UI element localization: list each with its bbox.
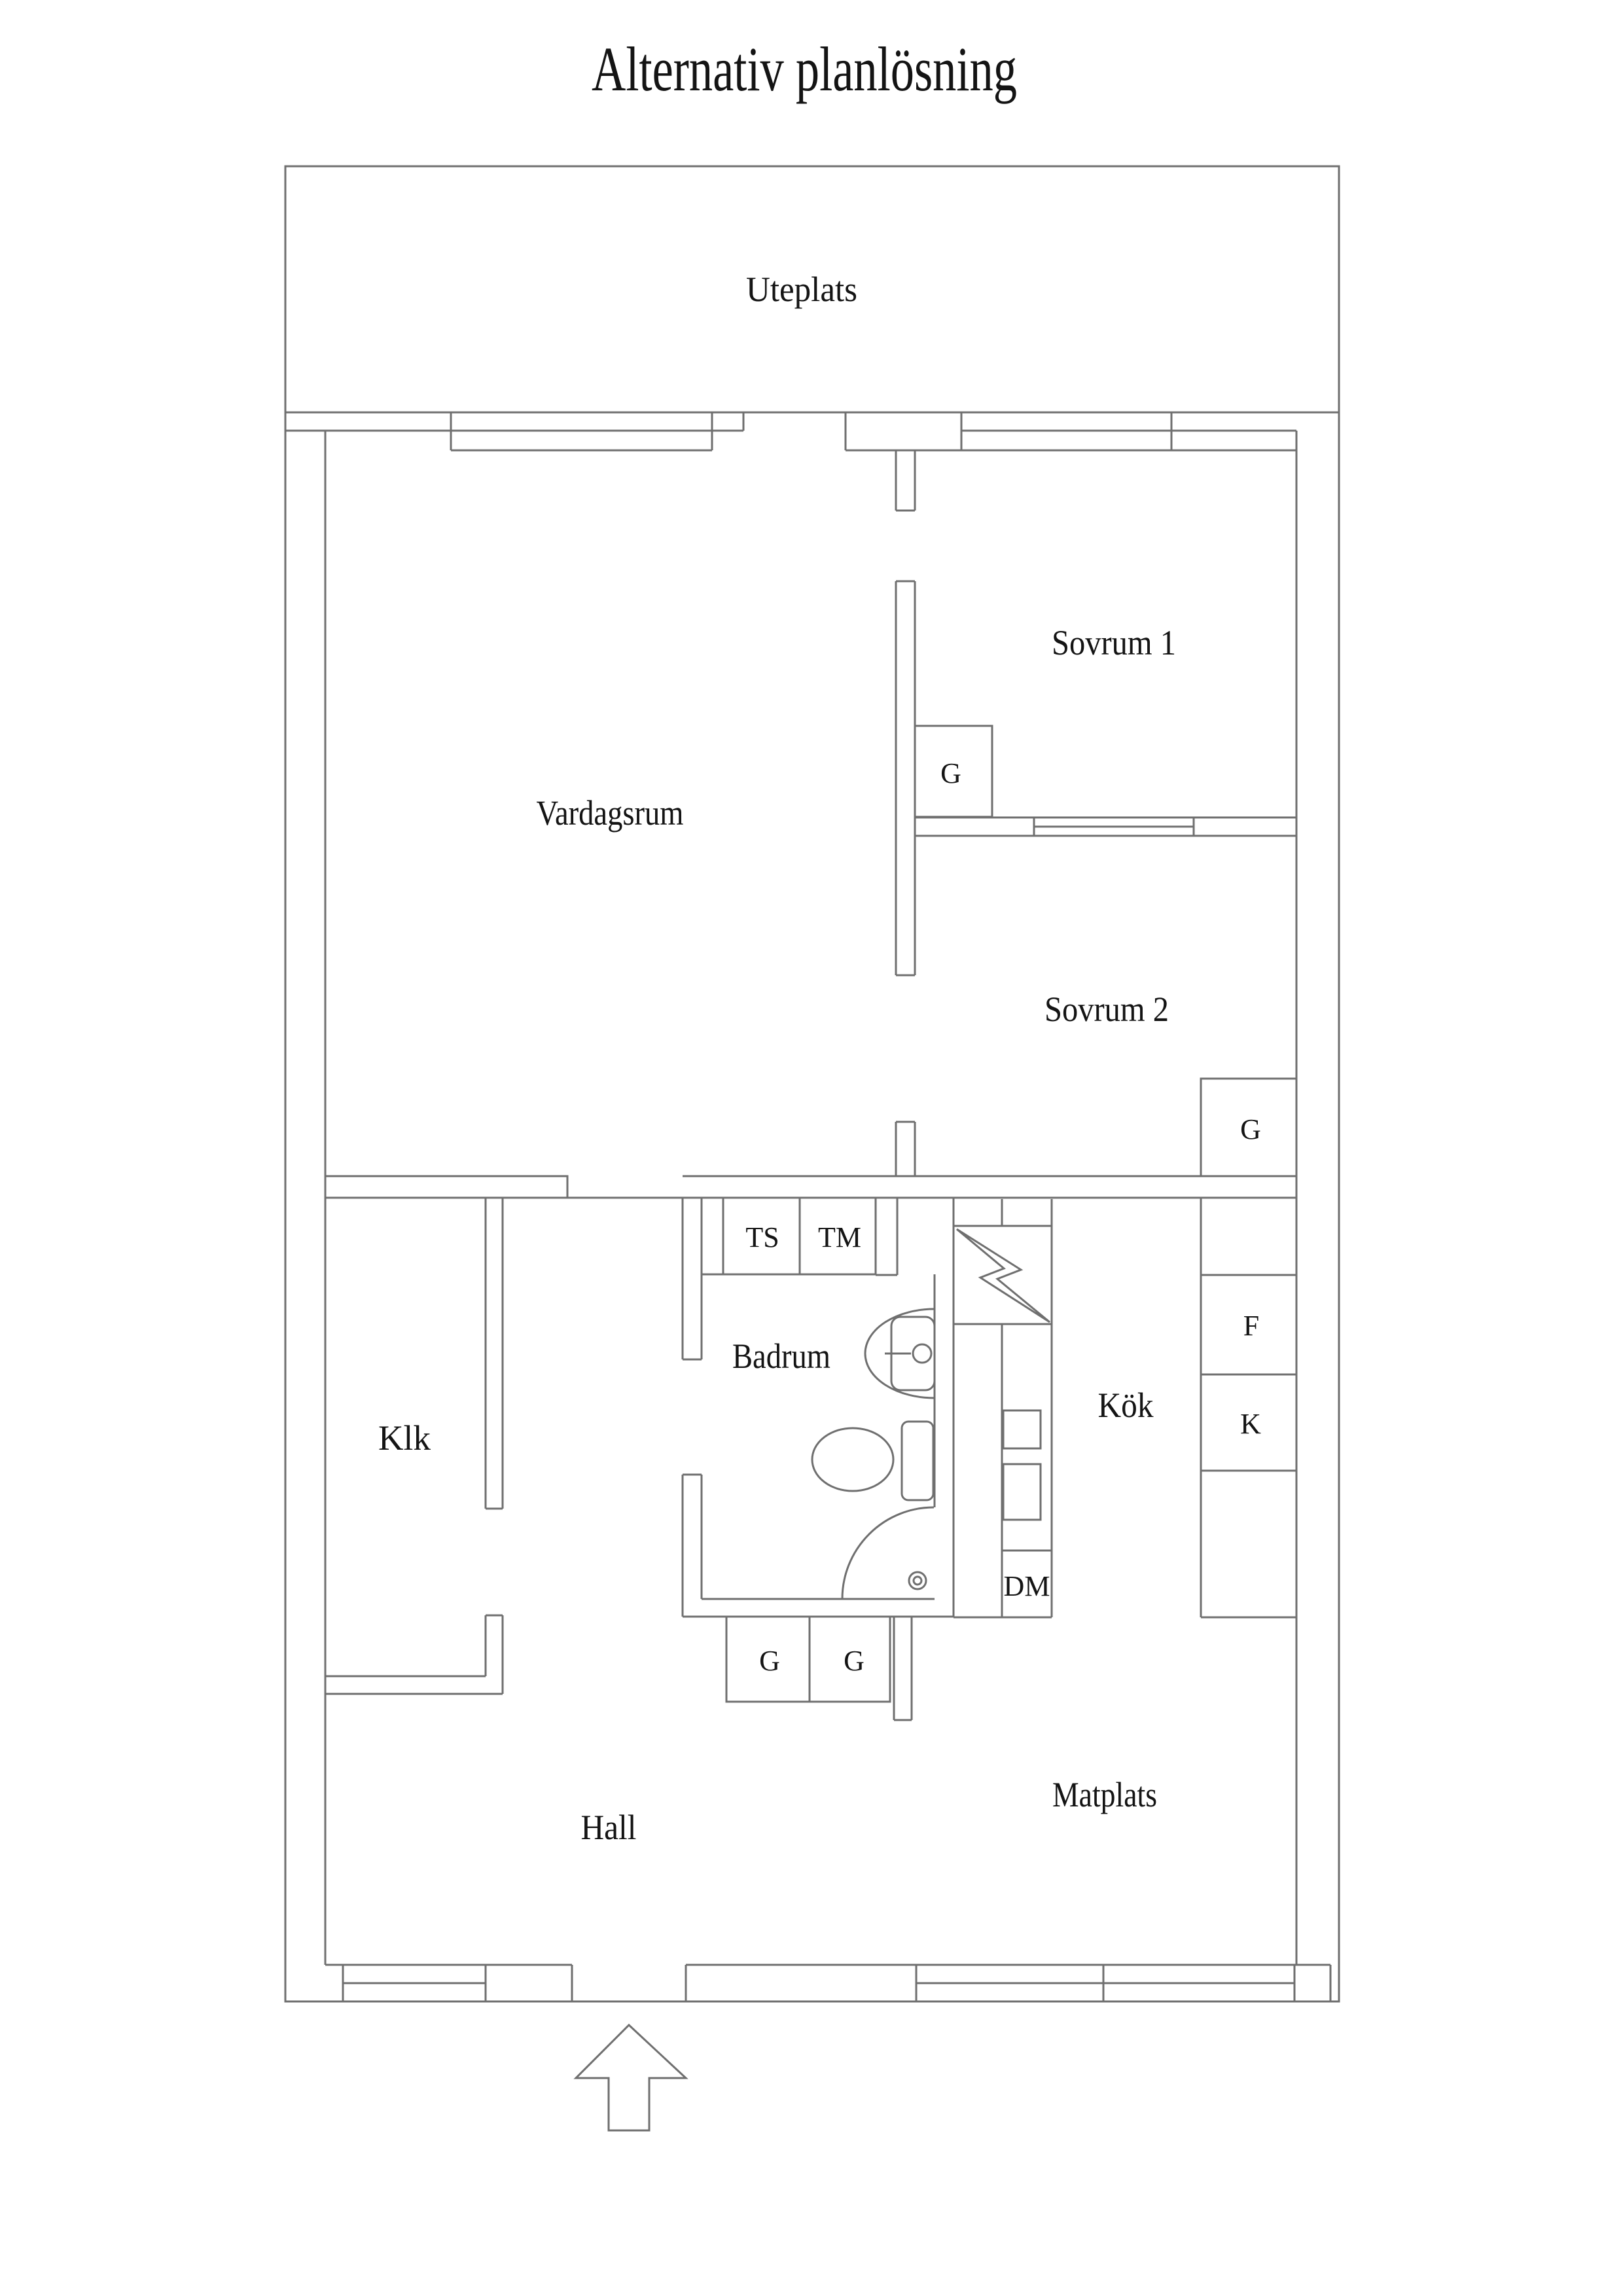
wall-sovrum1-sovrum2-sliding-door bbox=[914, 816, 1296, 837]
toilet-tank bbox=[901, 1420, 935, 1501]
label-sovrum1: Sovrum 1 bbox=[1052, 623, 1176, 662]
interior-walls bbox=[325, 450, 1296, 1721]
bathroom-fixtures bbox=[811, 1308, 936, 1600]
fixture-labels: G G TS TM F K DM G G bbox=[745, 757, 1261, 1677]
label-klk: Klk bbox=[378, 1418, 431, 1458]
label-matplats: Matplats bbox=[1052, 1775, 1157, 1814]
label-kyl: K bbox=[1240, 1408, 1261, 1440]
wall-central bbox=[683, 1175, 1296, 1199]
window-vardagsrum bbox=[450, 412, 745, 452]
outer-boundary bbox=[284, 165, 1340, 2003]
label-kok: Kök bbox=[1098, 1386, 1154, 1425]
label-garderob-sovrum1: G bbox=[940, 757, 961, 789]
kitchen-sink-bowl-2 bbox=[1002, 1463, 1042, 1521]
wall-klk bbox=[325, 1198, 504, 1695]
label-diskmaskin: DM bbox=[1004, 1570, 1050, 1602]
label-torkskap: TS bbox=[745, 1221, 779, 1253]
ts-tm-cabinets bbox=[702, 1198, 899, 1276]
washbasin-outline bbox=[864, 1308, 935, 1399]
label-badrum: Badrum bbox=[732, 1336, 830, 1376]
label-garderob-sovrum2: G bbox=[1240, 1113, 1261, 1145]
wall-badrum-west bbox=[681, 1198, 703, 1617]
entrance-arrow-icon bbox=[573, 2023, 688, 2132]
closets bbox=[702, 725, 1296, 1703]
stove-icon bbox=[956, 1228, 1050, 1323]
north-windows bbox=[450, 412, 1173, 452]
garderob-sovrum1-box bbox=[915, 725, 993, 818]
south-window-jambs bbox=[342, 1965, 1332, 2001]
plan-title: Alternativ planlösning bbox=[592, 34, 1017, 104]
wall-vardagsrum-south bbox=[325, 1175, 683, 1199]
label-garderob-hall-1: G bbox=[759, 1645, 780, 1677]
label-tvattmaskin: TM bbox=[818, 1221, 861, 1253]
shower-screen bbox=[841, 1506, 935, 1600]
label-garderob-hall-2: G bbox=[844, 1645, 865, 1677]
kitchen-sink-bowl-1 bbox=[1002, 1409, 1042, 1450]
wall-block-patio-door bbox=[844, 412, 963, 450]
south-windows-and-entrance bbox=[325, 1964, 1332, 2132]
toilet-bowl bbox=[811, 1427, 895, 1492]
garderob-sovrum2-box bbox=[1200, 1077, 1296, 1176]
kitchen-tall-units bbox=[1200, 1197, 1296, 1619]
wall-vardagsrum-bedrooms bbox=[895, 450, 916, 1176]
washbasin-tap-icon bbox=[912, 1343, 933, 1364]
exterior-walls bbox=[284, 165, 1340, 2003]
shower-drain-icon bbox=[908, 1571, 927, 1590]
label-uteplats: Uteplats bbox=[746, 270, 857, 309]
label-hall: Hall bbox=[581, 1808, 637, 1847]
shower-drain-inner bbox=[912, 1575, 923, 1586]
room-labels: Uteplats Vardagsrum Sovrum 1 Sovrum 2 Kl… bbox=[378, 270, 1176, 1847]
label-frys: F bbox=[1243, 1310, 1259, 1342]
kitchen-fixtures bbox=[954, 1197, 1296, 1619]
label-vardagsrum: Vardagsrum bbox=[537, 793, 684, 833]
wall-badrum-east-south bbox=[683, 1198, 955, 1618]
label-sovrum2: Sovrum 2 bbox=[1044, 990, 1169, 1029]
north-wall-inner bbox=[285, 429, 1296, 452]
garderob-hall-boxes bbox=[725, 1617, 891, 1703]
wall-stub-hall bbox=[893, 1617, 913, 1721]
kitchen-counter-west bbox=[954, 1199, 1053, 1619]
